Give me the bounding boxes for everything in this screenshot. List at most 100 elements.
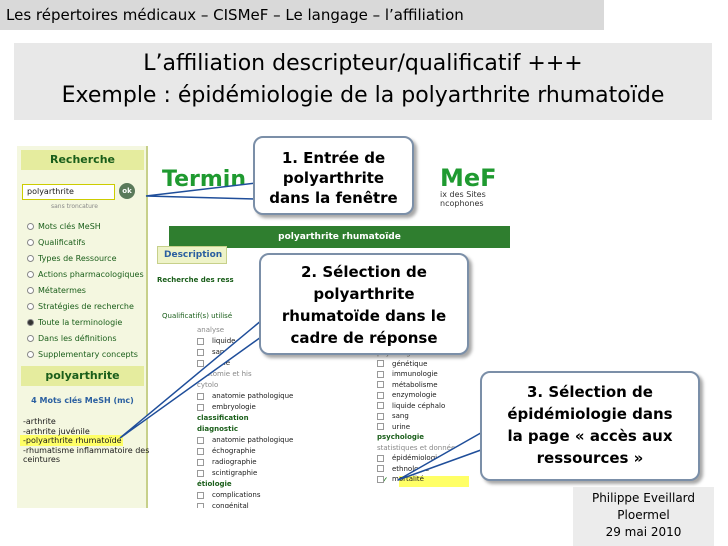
search-option[interactable]: Métatermes	[27, 286, 86, 295]
qualifier-term[interactable]: urine	[197, 359, 230, 367]
checkbox-icon[interactable]	[377, 360, 384, 367]
checkbox-icon[interactable]	[377, 475, 384, 483]
check-icon: ✓	[381, 476, 389, 486]
qualifier-term: étiologie	[197, 480, 232, 488]
qualifier-term-label: liquide céphalo	[392, 401, 446, 410]
qualifier-term-label: scintigraphie	[212, 469, 258, 477]
checkbox-icon[interactable]	[377, 412, 384, 420]
search-option[interactable]: Stratégies de recherche	[27, 302, 134, 311]
qualifier-term[interactable]: anatomie pathologique	[197, 436, 293, 444]
qualifier-term[interactable]: métabolisme	[377, 381, 438, 389]
qualifier-term-label: génétique	[392, 359, 428, 368]
qualifier-term[interactable]: liquide	[197, 337, 235, 345]
search-option[interactable]: Qualificatifs	[27, 238, 85, 247]
search-option[interactable]: Mots clés MeSH	[27, 222, 101, 231]
search-input[interactable]: polyarthrite	[22, 184, 115, 200]
qualifier-term-label: anatomie pathologique	[212, 392, 294, 400]
qualifier-term[interactable]: mortalité	[377, 475, 424, 483]
radio-icon[interactable]	[27, 351, 34, 358]
checkbox-icon[interactable]	[197, 403, 204, 411]
qualifier-term[interactable]: embryologie	[197, 403, 256, 411]
radio-icon[interactable]	[27, 271, 34, 278]
radio-icon[interactable]	[27, 255, 34, 262]
radio-icon[interactable]	[27, 335, 34, 342]
mesh-highlight	[20, 435, 123, 446]
checkbox-icon[interactable]	[377, 391, 384, 399]
qualifier-term[interactable]: immunologie	[377, 370, 438, 378]
qualifier-term-label: analyse	[197, 326, 225, 334]
checkbox-icon[interactable]	[197, 491, 204, 499]
qualifier-term[interactable]: échographie	[197, 447, 256, 455]
brand-sub-line-1: ix des Sites	[440, 190, 486, 199]
qualifier-term: psychologie	[377, 433, 424, 441]
qualifier-term[interactable]: sang	[377, 412, 409, 420]
checkbox-icon[interactable]	[197, 359, 204, 367]
qualifier-term-label: congénital	[212, 502, 249, 508]
qualifier-term[interactable]: liquide céphalo	[377, 402, 445, 410]
qualifier-term-label: liquide	[212, 337, 236, 345]
checkbox-icon[interactable]	[197, 447, 204, 455]
qualifier-term[interactable]: sang	[197, 348, 229, 356]
callout-2-line-2: polyarthrite	[313, 285, 415, 303]
mesh-result-item[interactable]: -polyarthrite rhumatoïde	[23, 436, 122, 445]
slide-title: L’affiliation descripteur/qualificatif +…	[14, 43, 712, 120]
radio-icon[interactable]	[27, 239, 34, 246]
checkbox-icon[interactable]	[377, 402, 384, 409]
search-option[interactable]: Types de Ressource	[27, 254, 116, 263]
checkbox-icon[interactable]	[197, 348, 204, 356]
epidemiology-highlight	[399, 476, 469, 487]
search-option-label: Mots clés MeSH	[38, 222, 101, 231]
checkbox-icon[interactable]	[197, 458, 204, 466]
qualifier-term[interactable]: enzymologie	[377, 391, 437, 399]
search-option[interactable]: Actions pharmacologiques	[27, 270, 144, 279]
checkbox-icon[interactable]	[197, 469, 204, 477]
callout-step-2: 2. Sélection de polyarthrite rhumatoïde …	[259, 253, 469, 355]
qualifier-term[interactable]: anatomie pathologique	[197, 392, 293, 400]
checkbox-icon[interactable]	[377, 465, 384, 472]
qualificatifs-label: Qualificatif(s) utilisé	[162, 312, 233, 320]
search-option[interactable]: Supplementary concepts	[27, 350, 138, 359]
qualifier-term: anatomie et his	[197, 370, 252, 378]
radio-icon[interactable]	[27, 303, 34, 310]
callout-1-line-1: 1. Entrée de	[281, 149, 386, 167]
footer-date: 29 mai 2010	[605, 525, 682, 539]
qualifier-term[interactable]: épidémiologie	[377, 454, 441, 462]
mesh-result-item[interactable]: -arthrite juvénile	[23, 426, 90, 436]
mesh-result-item[interactable]: -arthrite	[23, 417, 56, 426]
qualifier-term[interactable]: urine	[377, 423, 410, 431]
checkbox-icon[interactable]	[377, 370, 384, 378]
qualifier-term-label: sang	[212, 348, 229, 356]
qualifier-term-label: immunologie	[392, 370, 438, 378]
qualifier-term[interactable]: congénital	[197, 502, 249, 508]
brand-partial: Termin	[162, 167, 246, 192]
qualifier-term-label: cytolo	[197, 381, 219, 389]
recherche-label: Recherche des ress	[157, 276, 234, 284]
mesh-result-item[interactable]: ceintures	[23, 455, 61, 464]
qualifier-term[interactable]: complications	[197, 491, 260, 499]
radio-icon[interactable]	[27, 319, 34, 326]
qualifier-term[interactable]: scintigraphie	[197, 469, 257, 477]
search-option-label: Métatermes	[38, 286, 86, 295]
qualifier-term[interactable]: ethnologie	[377, 465, 429, 473]
checkbox-icon[interactable]	[197, 337, 204, 345]
checkbox-icon[interactable]	[377, 423, 384, 430]
radio-icon[interactable]	[27, 223, 34, 230]
checkbox-icon[interactable]	[377, 381, 384, 388]
search-panel: Recherche polyarthrite ok sans troncatur…	[17, 146, 150, 508]
callout-3-line-1: 3. Sélection de	[527, 383, 653, 401]
mesh-result-item[interactable]: -rhumatisme inflammatoire des	[23, 445, 150, 455]
callout-1-line-2: polyarthrite	[282, 169, 385, 187]
tab-description[interactable]: Description	[157, 246, 227, 264]
checkbox-icon[interactable]	[197, 502, 204, 508]
footer: Philippe Eveillard Ploermel 29 mai 2010	[573, 487, 714, 546]
checkbox-icon[interactable]	[197, 436, 204, 444]
search-option[interactable]: Toute la terminologie	[27, 318, 122, 327]
qualifier-term[interactable]: génétique	[377, 360, 427, 368]
checkbox-icon[interactable]	[197, 392, 204, 400]
checkbox-icon[interactable]	[377, 454, 384, 462]
qualifier-term-label: classification	[197, 414, 249, 422]
search-option[interactable]: Dans les définitions	[27, 334, 117, 343]
qualifier-term[interactable]: radiographie	[197, 458, 257, 466]
ok-button[interactable]: ok	[119, 183, 135, 199]
radio-icon[interactable]	[27, 287, 34, 294]
